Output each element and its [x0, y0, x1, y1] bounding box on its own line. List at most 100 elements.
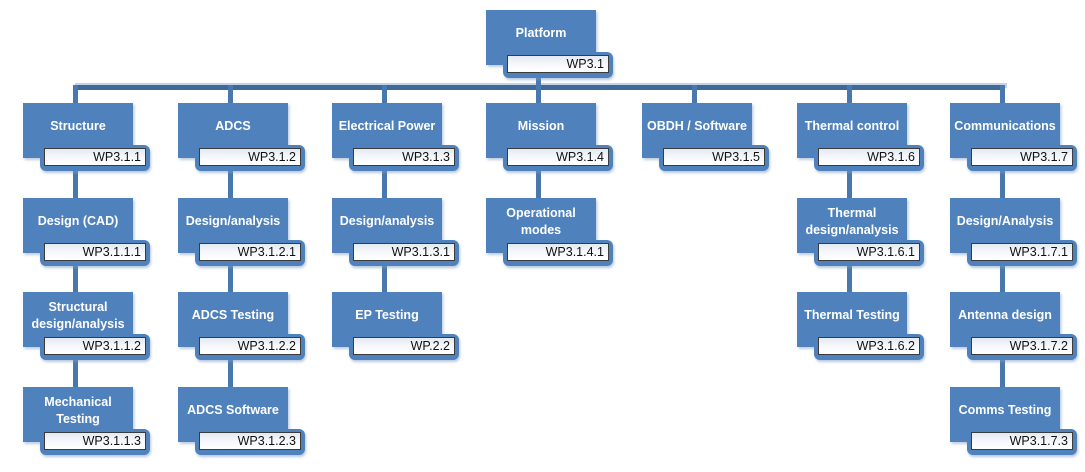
- node-label: Thermal control: [804, 119, 900, 134]
- wp-tag-bar: WP3.1: [507, 55, 609, 73]
- wp-tag-bar: WP3.1.2.3: [199, 432, 301, 450]
- wp-tag-value: WP3.1.4.1: [545, 245, 604, 259]
- wp-tag-value: WP3.1.7: [1020, 150, 1068, 164]
- wp-tag: WP3.1.1.3: [40, 429, 150, 455]
- wp-tag-value: WP3.1.2.1: [237, 245, 296, 259]
- connector-stub: [536, 158, 541, 204]
- wp-tag-bar: WP3.1.2: [199, 148, 301, 166]
- wp-tag-bar: WP3.1.7: [971, 148, 1073, 166]
- node-label: Design/analysis: [339, 214, 435, 229]
- wp-tag-value: WP3.1.7.2: [1009, 339, 1068, 353]
- wp-tag-bar: WP3.1.7.1: [971, 243, 1073, 261]
- wp-tag: WP3.1.3: [349, 145, 459, 171]
- wp-tag-bar: WP3.1.6.1: [818, 243, 920, 261]
- wp-tag: WP.2.2: [349, 334, 459, 360]
- connector-stub: [73, 85, 78, 109]
- node-label: Thermal design/analysis: [805, 206, 899, 237]
- node-label: Comms Testing: [958, 403, 1052, 418]
- node-label: Structural design/analysis: [31, 300, 125, 331]
- connector-stub: [1000, 253, 1005, 298]
- connector-stub: [692, 85, 697, 109]
- wp-tag: WP3.1.2.2: [195, 334, 305, 360]
- connector-stub: [847, 85, 852, 109]
- wp-tag: WP3.1.2.1: [195, 240, 305, 266]
- connector-stub: [1000, 85, 1005, 109]
- node-label: ADCS Testing: [191, 308, 275, 323]
- wp-tag-bar: WP3.1.7.2: [971, 337, 1073, 355]
- wp-tag: WP3.1.7.3: [967, 429, 1077, 455]
- node-label: Design/Analysis: [956, 214, 1054, 229]
- node-label: Communications: [954, 119, 1056, 134]
- node-label: Thermal Testing: [804, 308, 900, 323]
- connector-stub: [382, 85, 387, 109]
- connector-stub: [382, 158, 387, 204]
- node-label: ADCS: [215, 119, 251, 134]
- connector-stub: [73, 158, 78, 204]
- connector-stub: [228, 253, 233, 298]
- node-label: Design/analysis: [185, 214, 281, 229]
- connector-stub: [382, 253, 387, 298]
- wp-tag-value: WP3.1.1: [93, 150, 141, 164]
- wp-tag-value: WP3.1.1.2: [82, 339, 141, 353]
- node-label: Mission: [517, 119, 565, 134]
- connector-stub: [73, 253, 78, 298]
- wp-tag: WP3.1.7.1: [967, 240, 1077, 266]
- wp-tag-value: WP3.1.2.2: [237, 339, 296, 353]
- wp-tag-bar: WP.2.2: [353, 337, 455, 355]
- wp-tag: WP3.1.4: [503, 145, 613, 171]
- wp-tag: WP3.1.5: [659, 145, 769, 171]
- wp-tag: WP3.1: [503, 52, 613, 78]
- node-label: Platform: [515, 26, 567, 41]
- wp-tag-bar: WP3.1.4.1: [507, 243, 609, 261]
- node-label: Design (CAD): [37, 214, 119, 229]
- wp-tag-bar: WP3.1.3: [353, 148, 455, 166]
- wp-tag: WP3.1.2.3: [195, 429, 305, 455]
- wp-tag: WP3.1.4.1: [503, 240, 613, 266]
- wp-tag-value: WP3.1.2.3: [237, 434, 296, 448]
- wp-tag-value: WP3.1.3: [402, 150, 450, 164]
- node-label: Operational modes: [506, 206, 576, 237]
- wp-tag-value: WP3.1: [566, 57, 604, 71]
- node-label: Structure: [50, 119, 106, 134]
- wp-tag-value: WP3.1.6.1: [856, 245, 915, 259]
- wp-tag-value: WP3.1.7.1: [1009, 245, 1068, 259]
- connector-stub: [536, 65, 541, 109]
- wp-tag-bar: WP3.1.6.2: [818, 337, 920, 355]
- wp-tag-value: WP3.1.3.1: [391, 245, 450, 259]
- wp-tag-bar: WP3.1.2.2: [199, 337, 301, 355]
- connector-stub: [1000, 158, 1005, 204]
- wp-tag-bar: WP3.1.1.3: [44, 432, 146, 450]
- connector-stub: [228, 347, 233, 393]
- wp-tag: WP3.1.7: [967, 145, 1077, 171]
- wp-tag: WP3.1.1.1: [40, 240, 150, 266]
- wp-tag-value: WP3.1.6.2: [856, 339, 915, 353]
- wp-tag-bar: WP3.1.1.1: [44, 243, 146, 261]
- node-label: ADCS Software: [187, 403, 279, 418]
- wp-tag-bar: WP3.1.3.1: [353, 243, 455, 261]
- wp-tag-value: WP.2.2: [410, 339, 450, 353]
- wp-tag-value: WP3.1.1.3: [82, 434, 141, 448]
- wp-tag: WP3.1.7.2: [967, 334, 1077, 360]
- wp-tag: WP3.1.2: [195, 145, 305, 171]
- wp-tag-value: WP3.1.6: [867, 150, 915, 164]
- wp-tag-bar: WP3.1.1.2: [44, 337, 146, 355]
- wp-tag: WP3.1.1: [40, 145, 150, 171]
- node-label: Antenna design: [958, 308, 1052, 323]
- node-label: Electrical Power: [338, 119, 436, 134]
- wp-tag-bar: WP3.1.5: [663, 148, 765, 166]
- connector-stub: [1000, 347, 1005, 393]
- node-label: Mechanical Testing: [44, 395, 112, 426]
- wp-tag-bar: WP3.1.6: [818, 148, 920, 166]
- wp-tag: WP3.1.1.2: [40, 334, 150, 360]
- node-label: OBDH / Software: [646, 119, 747, 134]
- connector-stub: [73, 347, 78, 393]
- wp-tag-bar: WP3.1.1: [44, 148, 146, 166]
- wp-tag-value: WP3.1.5: [712, 150, 760, 164]
- wp-tag-value: WP3.1.2: [248, 150, 296, 164]
- connector-stub: [847, 253, 852, 298]
- connector-stub: [847, 158, 852, 204]
- wp-tag-bar: WP3.1.4: [507, 148, 609, 166]
- wp-tag: WP3.1.6: [814, 145, 924, 171]
- wp-tag: WP3.1.6.2: [814, 334, 924, 360]
